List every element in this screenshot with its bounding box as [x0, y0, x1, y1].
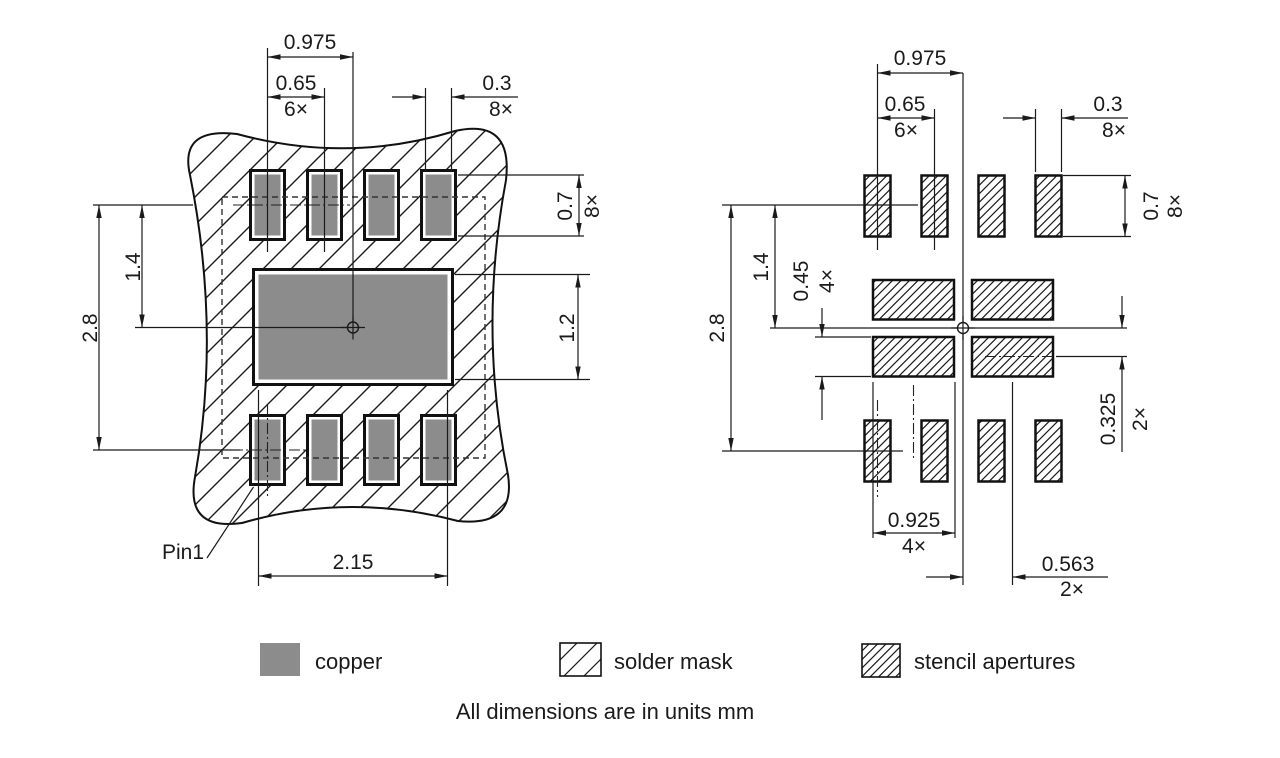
dim-aperture-width: 0.3 — [1093, 93, 1122, 116]
dim-pad1-to-center: 0.975 — [284, 31, 337, 54]
dim-aperture-height-count: 8× — [1164, 194, 1187, 218]
thermal-aperture — [871, 335, 956, 378]
dim-center-col-offset: 0.563 — [1042, 553, 1095, 576]
dim-center-row-offset-count: 2× — [1129, 407, 1152, 431]
stencil-swatch — [861, 643, 901, 678]
dimension-lines — [96, 54, 582, 579]
dim-center-col-offset-count: 2× — [1060, 578, 1084, 601]
pin1-callout: Pin1 — [162, 486, 255, 564]
copper-pad — [311, 419, 338, 481]
land-pattern-view: 0.975 0.65 6× 0.3 8× 0.7 8× 1.4 2.8 1.2 … — [79, 31, 604, 586]
copper-pad — [368, 419, 395, 481]
dim-row-to-origin: 1.4 — [122, 252, 145, 282]
dim-pad-pitch: 0.65 — [885, 93, 926, 116]
dim-pad-width: 0.3 — [482, 72, 511, 95]
aperture — [1034, 174, 1063, 238]
dim-aperture-height: 0.7 — [1140, 191, 1163, 220]
extension-lines — [93, 48, 590, 586]
stencil-view: 0.975 0.65 6× 0.3 8× 0.7 8× 1.4 2.8 0.45… — [706, 47, 1187, 601]
dim-row-to-origin: 1.4 — [750, 252, 773, 282]
units-note: All dimensions are in units mm — [456, 699, 754, 724]
legend-item-copper: copper — [260, 643, 382, 676]
dim-pad-height-count: 8× — [581, 194, 604, 218]
stencil-label: stencil apertures — [914, 649, 1075, 674]
dim-pad-width-count: 8× — [489, 98, 513, 121]
pin1-leader-line — [206, 486, 255, 559]
dim-aperture-width-count: 8× — [1102, 119, 1126, 142]
thermal-aperture — [871, 278, 956, 321]
copper-pad — [425, 174, 452, 236]
solder-mask-swatch — [559, 642, 602, 677]
dim-pad-pitch-count: 6× — [284, 98, 308, 121]
dim-row-to-row: 2.8 — [79, 313, 102, 342]
dim-center-aperture-width-count: 4× — [902, 535, 926, 558]
dim-center-pad-height: 1.2 — [556, 313, 579, 342]
dim-center-aperture-height-count: 4× — [816, 269, 839, 293]
dim-pad-pitch: 0.65 — [276, 72, 317, 95]
extension-lines — [722, 64, 1131, 585]
dim-center-aperture-height: 0.45 — [790, 261, 813, 302]
dim-row-to-row: 2.8 — [706, 313, 729, 342]
dim-center-pad-width: 2.15 — [333, 551, 374, 574]
dim-center-aperture-width: 0.925 — [888, 509, 941, 532]
solder-mask-label: solder mask — [614, 649, 734, 674]
legend: copper solder mask stencil apertures — [260, 642, 1075, 678]
copper-swatch — [260, 643, 300, 676]
dimension-labels: 0.975 0.65 6× 0.3 8× 0.7 8× 1.4 2.8 1.2 … — [79, 31, 604, 574]
dim-pad1-to-center: 0.975 — [894, 47, 947, 70]
legend-item-solder-mask: solder mask — [559, 642, 734, 677]
aperture — [977, 419, 1006, 483]
aperture — [920, 419, 949, 483]
thermal-aperture — [970, 278, 1055, 321]
origin-crosshair — [341, 315, 365, 340]
aperture — [1034, 419, 1063, 483]
dim-pad-height: 0.7 — [554, 191, 577, 220]
dimension-labels: 0.975 0.65 6× 0.3 8× 0.7 8× 1.4 2.8 0.45… — [706, 47, 1187, 601]
dim-center-row-offset: 0.325 — [1097, 393, 1120, 446]
pin1-label: Pin1 — [162, 541, 204, 564]
copper-label: copper — [315, 649, 382, 674]
legend-item-stencil: stencil apertures — [861, 643, 1075, 678]
dimension-lines — [728, 70, 1128, 580]
aperture — [977, 174, 1006, 238]
dim-pad-pitch-count: 6× — [894, 119, 918, 142]
origin-crosshair — [951, 316, 975, 340]
copper-pad — [368, 174, 395, 236]
